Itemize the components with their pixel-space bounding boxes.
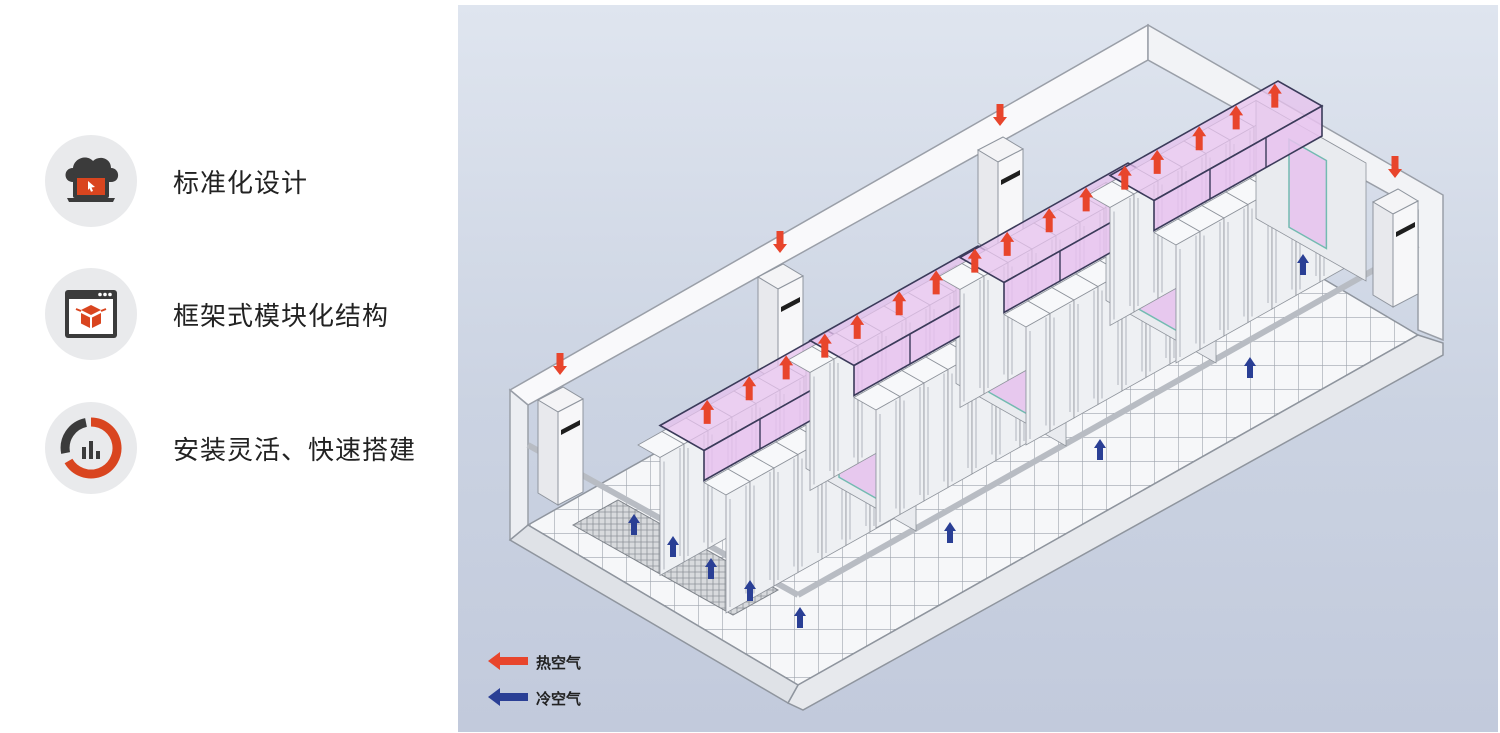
cold-air-arrow <box>705 558 717 579</box>
legend-hot-label: 热空气 <box>536 654 581 672</box>
hot-air-arrow <box>1079 187 1094 212</box>
hot-air-arrow <box>1229 105 1244 130</box>
cold-air-arrow <box>1297 254 1309 275</box>
cold-air-arrow <box>628 514 640 535</box>
chart-gauge-icon <box>45 402 137 494</box>
hot-air-arrow-icon <box>488 652 528 670</box>
data-center-diagram: 热空气 冷空气 <box>458 5 1498 732</box>
hot-air-arrow <box>742 376 757 401</box>
crac-return-arrow <box>773 231 787 253</box>
floor-left-edge <box>508 524 800 705</box>
cold-air-arrow-icon <box>488 688 528 706</box>
cold-air-arrow <box>1094 439 1106 460</box>
room-side-wall <box>1147 23 1444 342</box>
cold-air-arrow <box>944 522 956 543</box>
hot-air-arrow <box>817 333 832 358</box>
hot-air-arrow <box>1150 149 1165 174</box>
hot-air-arrow <box>1267 83 1282 108</box>
room-left-wall <box>509 388 529 546</box>
airflow-arrows <box>553 83 1402 628</box>
feature-label: 安装灵活、快速搭建 <box>173 435 417 466</box>
hot-air-arrow <box>1117 165 1132 190</box>
feature-item-modular-frame: 框架式模块化结构 <box>45 268 389 360</box>
crac-unit <box>536 386 585 506</box>
hot-air-arrow <box>967 248 982 273</box>
feature-list: 标准化设计 框架式模块化结构 <box>0 0 455 733</box>
crac-unit <box>976 136 1025 256</box>
aisle-door <box>1288 137 1328 250</box>
hot-air-arrow <box>892 291 907 316</box>
cold-air-arrow <box>667 536 679 557</box>
hot-air-arrow <box>1192 126 1207 151</box>
cloud-laptop-icon <box>45 135 137 227</box>
crac-return-arrow <box>993 104 1007 126</box>
feature-label: 标准化设计 <box>173 168 309 199</box>
crac-return-arrow <box>553 353 567 375</box>
front-rail-long <box>796 242 1420 598</box>
legend-cold-label: 冷空气 <box>536 690 581 708</box>
feature-item-standardized-design: 标准化设计 <box>45 135 308 227</box>
feature-label: 框架式模块化结构 <box>173 301 390 332</box>
hot-air-arrow <box>1042 208 1057 233</box>
data-center-illustration: 热空气 冷空气 <box>488 23 1444 711</box>
rack-modules <box>637 80 1367 614</box>
crac-return-arrow <box>1388 156 1402 178</box>
legend: 热空气 冷空气 <box>488 652 581 708</box>
hot-air-arrow <box>1000 231 1015 256</box>
cold-air-arrow <box>744 580 756 601</box>
cold-air-arrow <box>1244 357 1256 378</box>
cold-air-arrow <box>794 607 806 628</box>
crac-unit <box>1371 188 1420 308</box>
feature-item-flexible-install: 安装灵活、快速搭建 <box>45 402 416 494</box>
browser-boxes-icon <box>45 268 137 360</box>
rack-module <box>1087 80 1367 364</box>
legend-cold: 冷空气 <box>488 688 581 708</box>
hot-air-arrow <box>779 355 794 380</box>
legend-hot: 热空气 <box>488 652 581 672</box>
hot-air-arrow <box>700 399 715 424</box>
hot-air-arrow <box>929 270 944 295</box>
hot-air-arrow <box>850 314 865 339</box>
